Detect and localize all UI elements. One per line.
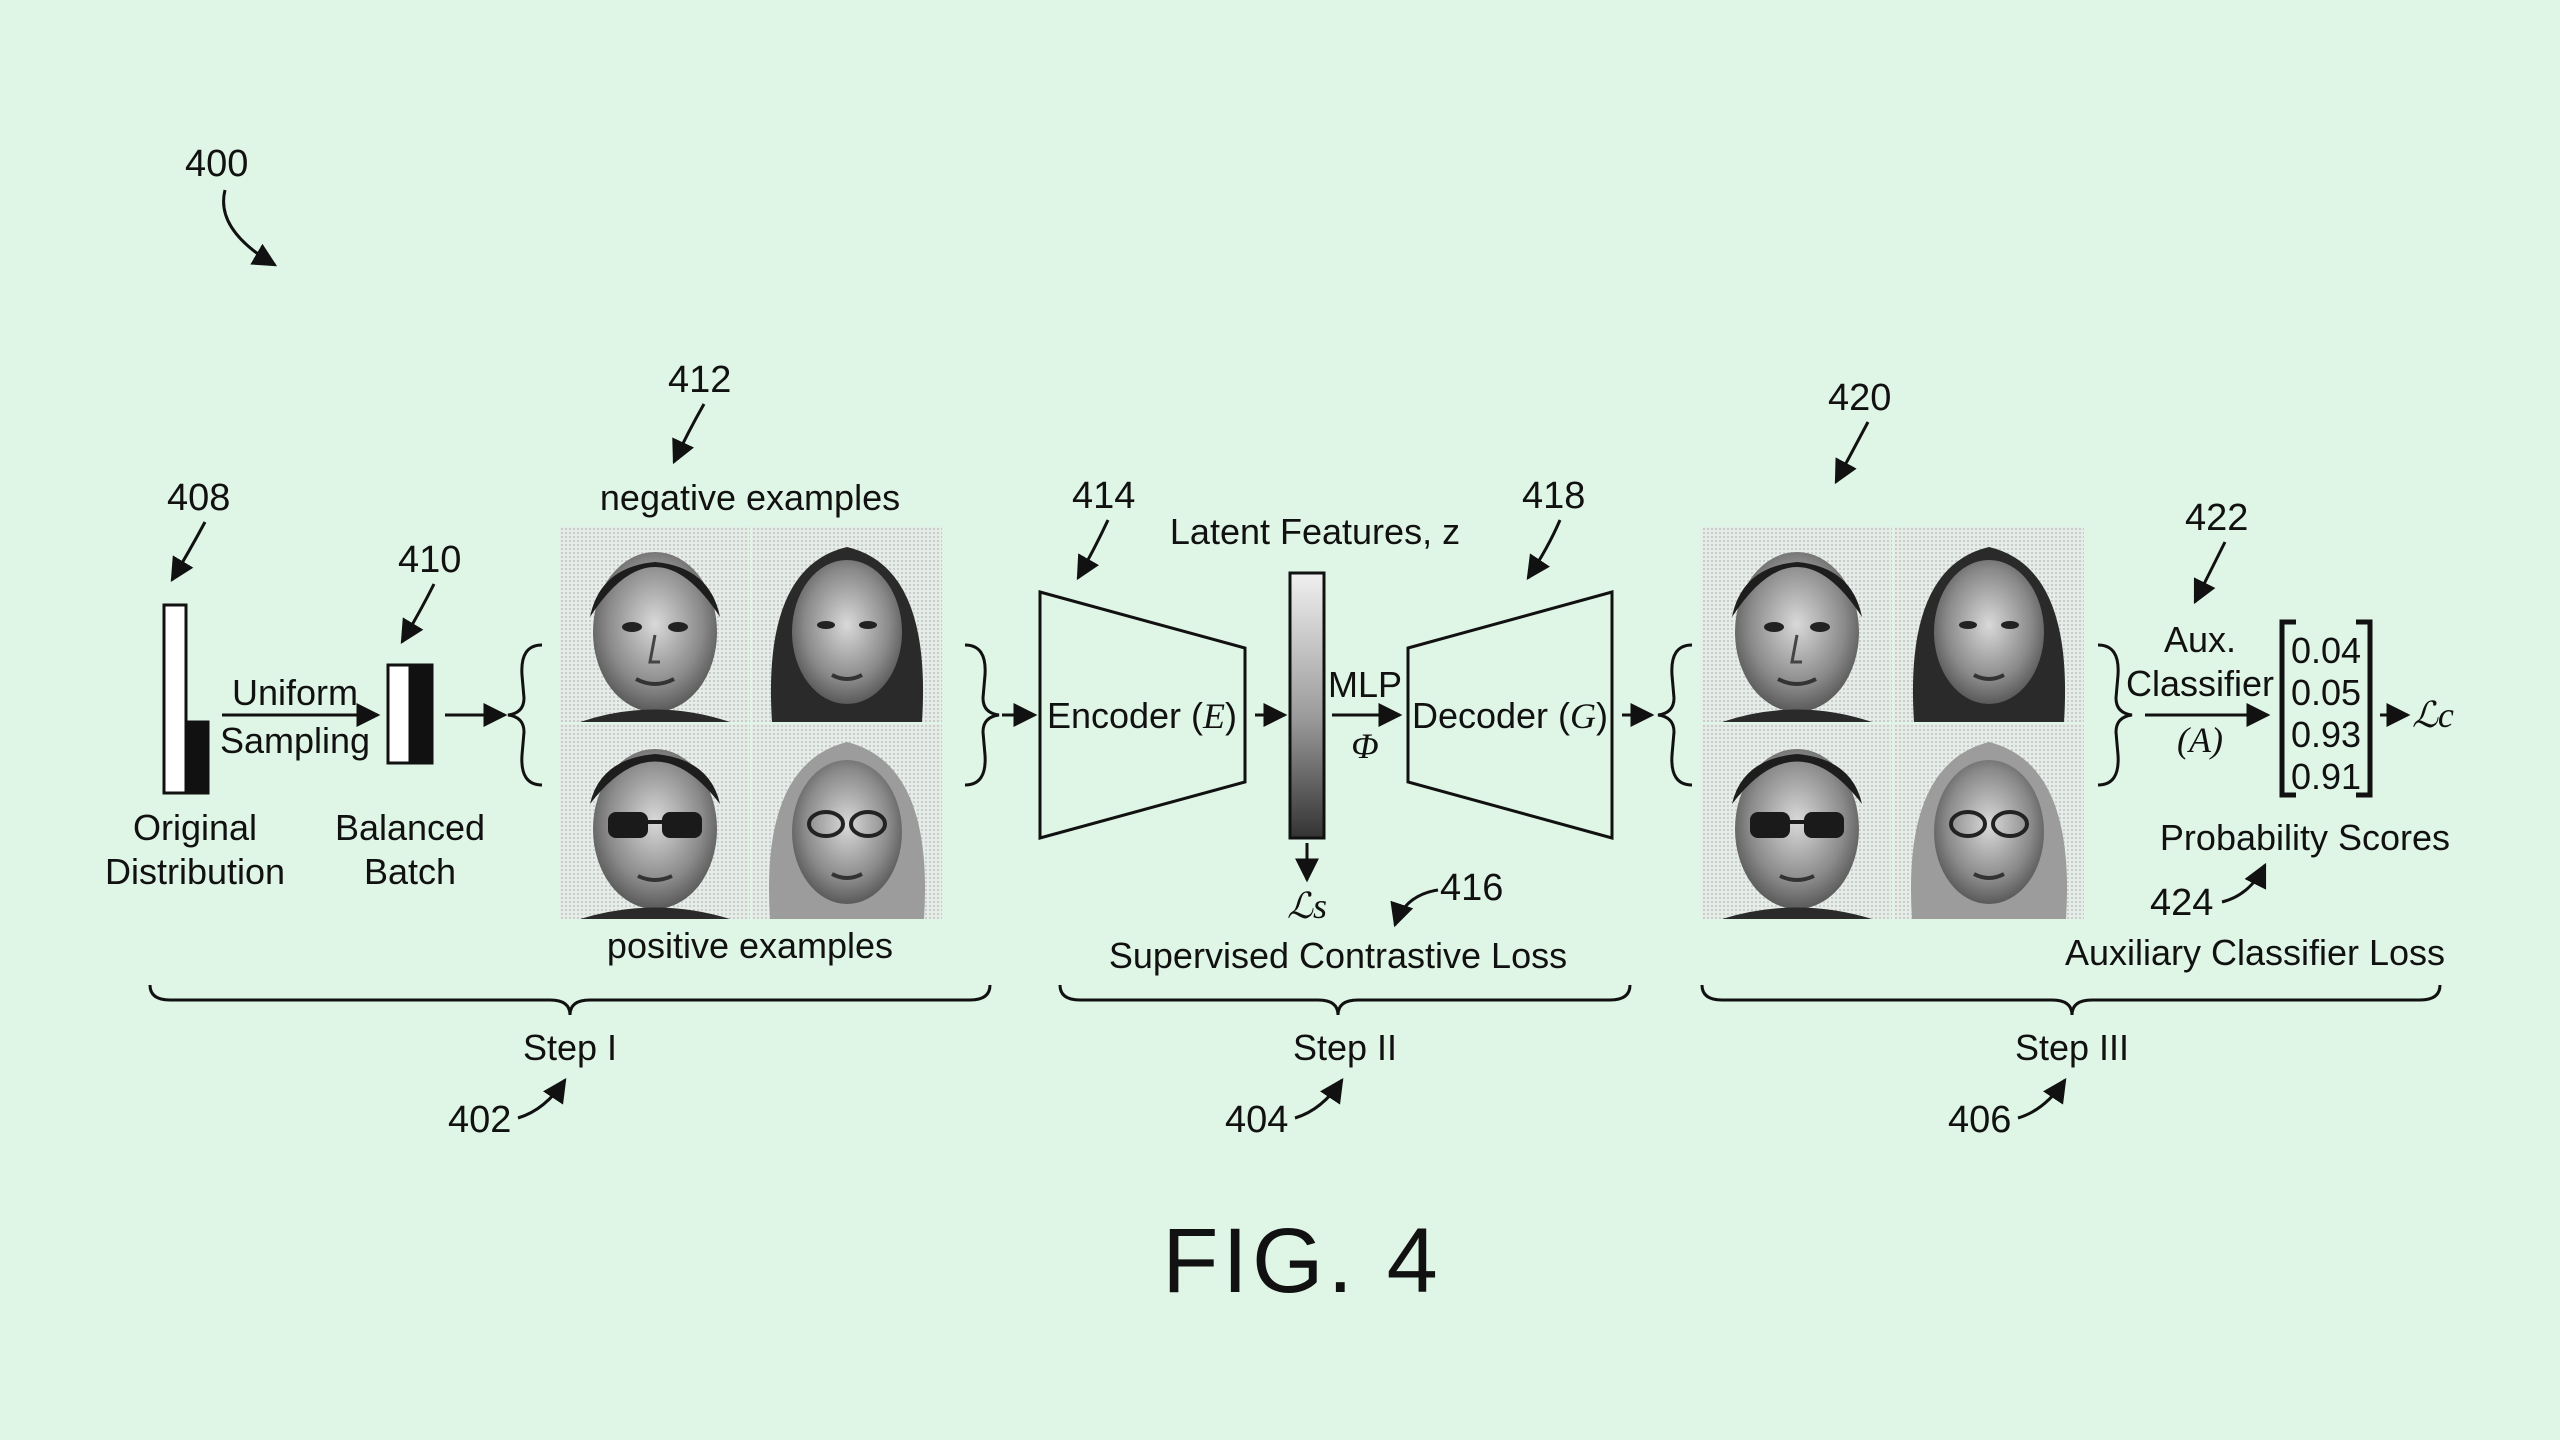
score-1: 0.04	[2291, 630, 2361, 671]
negative-example-face-1	[558, 525, 752, 724]
phi-label: Φ	[1351, 726, 1378, 766]
ref-420: 420	[1828, 377, 1891, 419]
original-label-line2: Distribution	[105, 851, 285, 892]
mlp-label: MLP	[1328, 664, 1402, 705]
step1-brace	[148, 984, 992, 1016]
original-label-line1: Original	[133, 807, 257, 848]
decoder-trapezoid	[1406, 590, 1614, 840]
aux-label-line3: (A)	[2177, 720, 2223, 760]
balanced-label-line1: Balanced	[335, 807, 485, 848]
step2-label: Step II	[1293, 1027, 1397, 1068]
ref-400: 400	[185, 143, 248, 185]
ref-410: 410	[398, 539, 461, 581]
latent-vector-bar	[1288, 571, 1326, 840]
right-brace-step1	[964, 643, 1000, 787]
step3-label: Step III	[2015, 1027, 2129, 1068]
ref-414: 414	[1072, 475, 1135, 517]
encoder-label: Encoder (E)	[1047, 695, 1237, 736]
ref-412-arrow	[672, 403, 706, 465]
score-3: 0.93	[2291, 714, 2361, 755]
ref-414-arrow	[1076, 519, 1110, 581]
supervised-loss-symbol: ℒs	[1287, 886, 1327, 926]
supervised-contrastive-loss-label: Supervised Contrastive Loss	[1109, 935, 1567, 976]
left-brace-step3	[1657, 643, 1693, 787]
score-2: 0.05	[2291, 672, 2361, 713]
score-4: 0.91	[2291, 756, 2361, 797]
left-brace-step1	[507, 643, 543, 787]
positive-examples-label: positive examples	[607, 925, 893, 966]
right-brace-step3	[2097, 643, 2133, 787]
ref-406-arrow	[2017, 1078, 2067, 1120]
negative-examples-label: negative examples	[600, 477, 900, 518]
generated-face-1	[1700, 525, 1894, 724]
encoder-trapezoid	[1038, 590, 1247, 840]
ref-424-arrow	[2221, 862, 2267, 904]
step2-brace	[1058, 984, 1632, 1016]
step3-brace	[1700, 984, 2442, 1016]
aux-label-line1: Aux.	[2164, 619, 2236, 660]
ref-418: 418	[1522, 475, 1585, 517]
probability-vector: 0.04 0.05 0.93 0.91	[2279, 619, 2373, 798]
ref-404: 404	[1225, 1099, 1288, 1141]
ref-400-arrow	[222, 189, 278, 267]
negative-example-face-2	[750, 525, 944, 724]
generated-face-2	[1892, 525, 2086, 724]
ref-408: 408	[167, 477, 230, 519]
balanced-label-line2: Batch	[364, 851, 456, 892]
figure-caption: FIG. 4	[1162, 1210, 1442, 1312]
ref-412: 412	[668, 359, 731, 401]
ref-402: 402	[448, 1099, 511, 1141]
latent-features-label: Latent Features, z	[1170, 511, 1460, 552]
ref-422: 422	[2185, 497, 2248, 539]
decoder-label: Decoder (G)	[1412, 695, 1608, 736]
ref-410-arrow	[400, 583, 436, 645]
ref-402-arrow	[517, 1078, 567, 1120]
auxiliary-classifier-loss-label: Auxiliary Classifier Loss	[2065, 932, 2445, 973]
probability-scores-label: Probability Scores	[2160, 817, 2450, 858]
original-distribution-bar	[162, 603, 210, 795]
generated-face-4	[1892, 722, 2086, 921]
ref-406: 406	[1948, 1099, 2011, 1141]
aux-label-line2: Classifier	[2126, 663, 2274, 704]
balanced-batch-bar	[386, 663, 434, 765]
uniform-label: Uniform	[232, 672, 358, 713]
classifier-loss-symbol: ℒc	[2412, 695, 2454, 735]
positive-example-face-1	[558, 722, 752, 921]
ref-422-arrow	[2193, 541, 2227, 605]
positive-example-face-2	[750, 722, 944, 921]
ref-420-arrow	[1834, 421, 1870, 485]
ref-416: 416	[1440, 867, 1503, 909]
ref-416-arrow	[1390, 888, 1439, 928]
generated-face-3	[1700, 722, 1894, 921]
step1-label: Step I	[523, 1027, 617, 1068]
ref-408-arrow	[170, 521, 207, 583]
ref-418-arrow	[1526, 519, 1562, 580]
sampling-label: Sampling	[220, 720, 370, 761]
ref-404-arrow	[1294, 1078, 1344, 1120]
ref-424: 424	[2150, 882, 2213, 924]
